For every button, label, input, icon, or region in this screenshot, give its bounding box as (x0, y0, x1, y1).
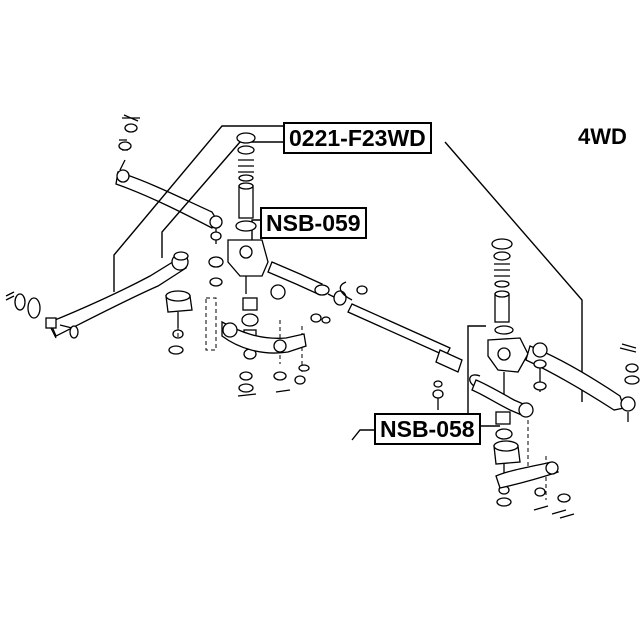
callout-nsb-059[interactable]: NSB-059 (260, 207, 367, 239)
left-tie-rod-assembly (115, 114, 223, 244)
leader-lines (113, 125, 583, 441)
right-relay-rod (432, 374, 534, 418)
callout-nsb-058[interactable]: NSB-058 (374, 413, 481, 445)
left-relay-rod (5, 251, 189, 339)
callout-0221-f23wd[interactable]: 0221-F23WD (283, 122, 432, 154)
left-pitman-arm (221, 320, 310, 397)
right-pitman-arm (495, 461, 575, 519)
center-tie-rod (267, 261, 463, 373)
variant-label-4wd: 4WD (578, 124, 627, 149)
left-idler-bracket (165, 132, 303, 372)
right-tie-rod-assembly (525, 342, 640, 422)
